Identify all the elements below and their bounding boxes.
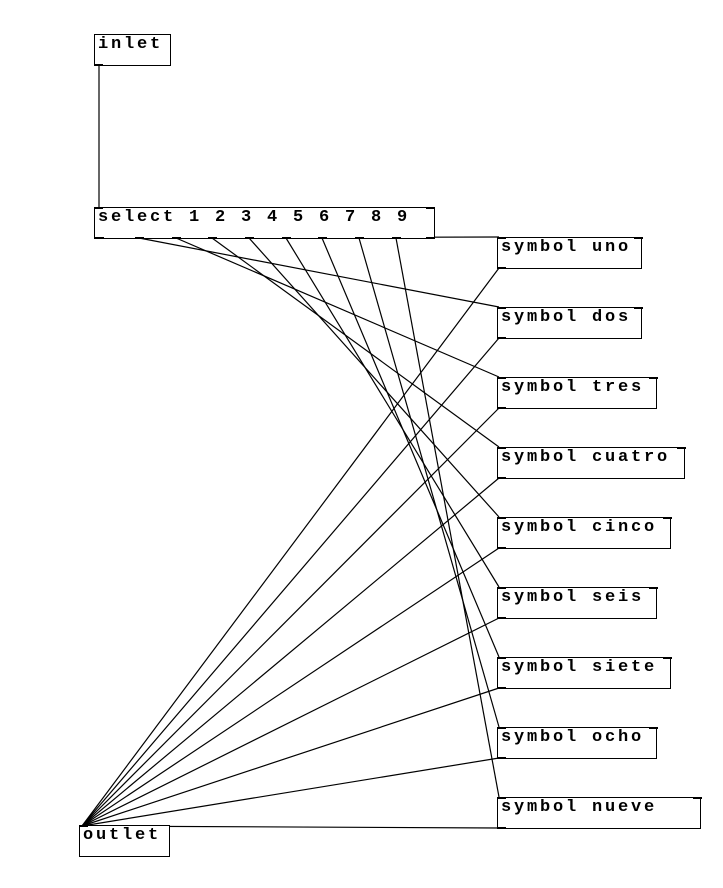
- outlet-port[interactable]: [245, 237, 254, 239]
- inlet-port[interactable]: [677, 447, 686, 449]
- outlet-port[interactable]: [208, 237, 217, 239]
- patch-cord[interactable]: [81, 617, 500, 827]
- symbol-object-uno[interactable]: symbol uno: [497, 237, 643, 269]
- inlet-port[interactable]: [79, 825, 88, 827]
- inlet-port[interactable]: [663, 657, 672, 659]
- patch-cord[interactable]: [248, 237, 500, 518]
- inlet-port[interactable]: [497, 307, 506, 309]
- symbol-object-ocho[interactable]: symbol ocho: [497, 727, 658, 759]
- outlet-port[interactable]: [497, 477, 506, 479]
- inlet-port[interactable]: [497, 237, 506, 239]
- inlet-port[interactable]: [497, 377, 506, 379]
- symbol-object-seis[interactable]: symbol seis: [497, 587, 658, 619]
- outlet-port[interactable]: [497, 757, 506, 759]
- patch-cord[interactable]: [285, 237, 500, 588]
- inlet-object[interactable]: inlet: [94, 34, 171, 66]
- patch-cord[interactable]: [81, 477, 500, 827]
- patch-cord[interactable]: [81, 337, 500, 827]
- inlet-port[interactable]: [634, 237, 643, 239]
- symbol-object-siete[interactable]: symbol siete: [497, 657, 672, 689]
- patch-cord[interactable]: [138, 237, 500, 308]
- symbol-object-dos[interactable]: symbol dos: [497, 307, 643, 339]
- inlet-port[interactable]: [497, 517, 506, 519]
- outlet-port[interactable]: [172, 237, 181, 239]
- outlet-port[interactable]: [497, 407, 506, 409]
- patch-cord[interactable]: [395, 237, 500, 798]
- inlet-port[interactable]: [497, 447, 506, 449]
- outlet-port[interactable]: [392, 237, 401, 239]
- outlet-port[interactable]: [497, 827, 506, 829]
- symbol-object-cinco[interactable]: symbol cinco: [497, 517, 672, 549]
- inlet-port[interactable]: [497, 797, 506, 799]
- symbol-object-cuatro[interactable]: symbol cuatro: [497, 447, 686, 479]
- patch-cord[interactable]: [81, 547, 500, 827]
- patch-cord[interactable]: [81, 267, 500, 827]
- outlet-port[interactable]: [318, 237, 327, 239]
- patch-cord[interactable]: [81, 757, 500, 827]
- symbol-object-tres[interactable]: symbol tres: [497, 377, 658, 409]
- patch-cord[interactable]: [211, 237, 500, 448]
- patch-cord[interactable]: [321, 237, 500, 658]
- outlet-port[interactable]: [426, 237, 435, 239]
- outlet-port[interactable]: [497, 687, 506, 689]
- select-object[interactable]: select 1 2 3 4 5 6 7 8 9: [94, 207, 435, 239]
- symbol-object-nueve[interactable]: symbol nueve: [497, 797, 702, 829]
- inlet-port[interactable]: [663, 517, 672, 519]
- outlet-port[interactable]: [497, 337, 506, 339]
- outlet-port[interactable]: [355, 237, 364, 239]
- patch-cord[interactable]: [358, 237, 500, 728]
- outlet-port[interactable]: [497, 617, 506, 619]
- inlet-port[interactable]: [426, 207, 435, 209]
- patch-cord[interactable]: [175, 237, 500, 378]
- patch-cord[interactable]: [81, 687, 500, 827]
- inlet-port[interactable]: [649, 377, 658, 379]
- inlet-port[interactable]: [497, 727, 506, 729]
- inlet-port[interactable]: [634, 307, 643, 309]
- outlet-object[interactable]: outlet: [79, 825, 170, 857]
- outlet-port[interactable]: [497, 547, 506, 549]
- inlet-port[interactable]: [94, 207, 103, 209]
- inlet-port[interactable]: [497, 587, 506, 589]
- outlet-port[interactable]: [135, 237, 144, 239]
- inlet-port[interactable]: [649, 587, 658, 589]
- outlet-port[interactable]: [94, 64, 103, 66]
- inlet-port[interactable]: [497, 657, 506, 659]
- outlet-port[interactable]: [95, 237, 104, 239]
- outlet-port[interactable]: [497, 267, 506, 269]
- inlet-port[interactable]: [693, 797, 702, 799]
- patch-cord[interactable]: [81, 407, 500, 827]
- inlet-port[interactable]: [649, 727, 658, 729]
- outlet-port[interactable]: [282, 237, 291, 239]
